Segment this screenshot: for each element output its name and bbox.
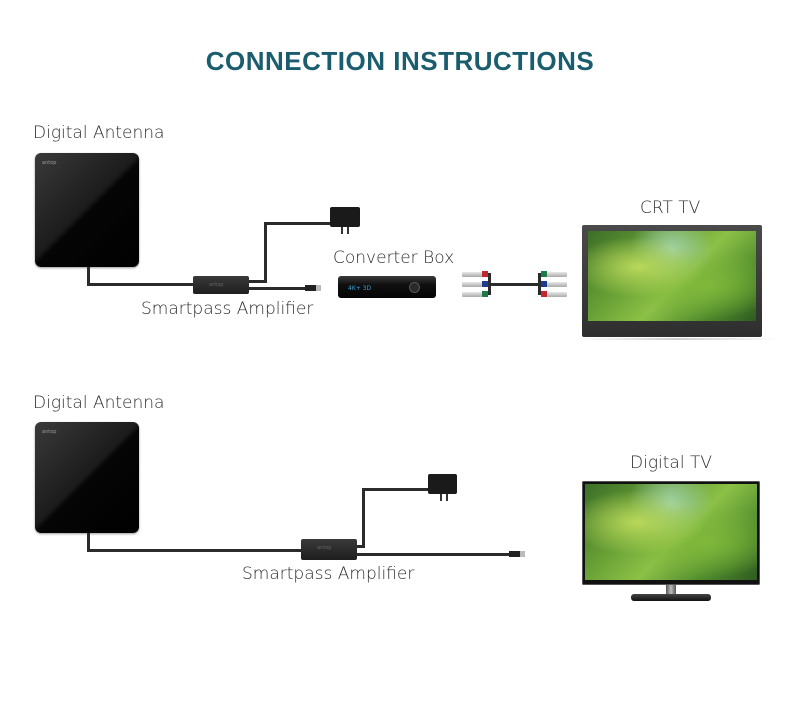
- rca-plug: [462, 272, 482, 277]
- power-cable: [264, 222, 332, 225]
- converter-display: 4K+ 3D: [348, 285, 372, 292]
- tv-stand-neck: [666, 585, 676, 597]
- brand-logo: antop: [317, 545, 332, 551]
- rca-plug: [462, 292, 482, 297]
- rca-green: [541, 271, 547, 277]
- smartpass-amplifier: antop: [193, 276, 249, 294]
- crt-tv-label: CRT TV: [640, 198, 701, 218]
- converter-box-label: Converter Box: [333, 248, 455, 268]
- crt-tv: [582, 225, 762, 337]
- power-adapter-2: [428, 474, 457, 494]
- adapter-prong: [341, 227, 343, 234]
- power-button-icon: [409, 282, 420, 293]
- adapter-prong: [446, 494, 448, 501]
- antenna-cable: [87, 283, 195, 286]
- brand-logo: antop: [42, 429, 57, 435]
- antenna-label-2: Digital Antenna: [33, 393, 165, 413]
- antenna-cable: [87, 267, 90, 286]
- smartpass-amplifier-2: antop: [301, 539, 357, 560]
- tv-screen: [588, 231, 756, 321]
- power-cable-2: [362, 488, 430, 491]
- brand-logo: antop: [209, 282, 224, 288]
- adapter-prong: [440, 494, 442, 501]
- brand-logo: antop: [42, 160, 57, 166]
- rca-cable: [488, 283, 540, 286]
- coax-plug: [305, 285, 317, 291]
- power-cable: [249, 280, 267, 283]
- rca-green: [482, 291, 488, 297]
- coax-plug-tip: [520, 551, 525, 557]
- rca-blue: [482, 281, 488, 287]
- antenna-label: Digital Antenna: [33, 123, 165, 143]
- coax-plug-tip: [316, 285, 321, 291]
- converter-box: 4K+ 3D: [338, 276, 436, 298]
- power-adapter: [330, 207, 360, 227]
- antenna-cable-2: [87, 533, 90, 552]
- tv-stand-base: [631, 594, 711, 601]
- rca-red: [482, 271, 488, 277]
- power-cable-2: [362, 488, 365, 548]
- digital-tv-label: Digital TV: [630, 453, 712, 473]
- adapter-prong: [347, 227, 349, 234]
- antenna-cable-2: [87, 549, 302, 552]
- power-cable: [264, 222, 267, 283]
- rca-plug: [462, 282, 482, 287]
- tv-shadow: [575, 338, 780, 340]
- rca-cable: [538, 273, 541, 295]
- rca-plug: [547, 272, 567, 277]
- tv-screen: [585, 484, 757, 580]
- rca-red: [541, 291, 547, 297]
- power-cable-2: [357, 545, 365, 548]
- coax-plug: [509, 551, 521, 557]
- amplifier-label: Smartpass Amplifier: [141, 299, 314, 319]
- digital-antenna: antop: [35, 153, 139, 267]
- page-title: CONNECTION INSTRUCTIONS: [205, 46, 595, 76]
- rca-plug: [547, 292, 567, 297]
- output-cable: [249, 287, 309, 290]
- rca-blue: [541, 281, 547, 287]
- amplifier-label-2: Smartpass Amplifier: [242, 564, 415, 584]
- digital-antenna-2: antop: [35, 422, 139, 533]
- rca-plug: [547, 282, 567, 287]
- output-cable-2: [357, 553, 512, 556]
- digital-tv: [582, 481, 760, 585]
